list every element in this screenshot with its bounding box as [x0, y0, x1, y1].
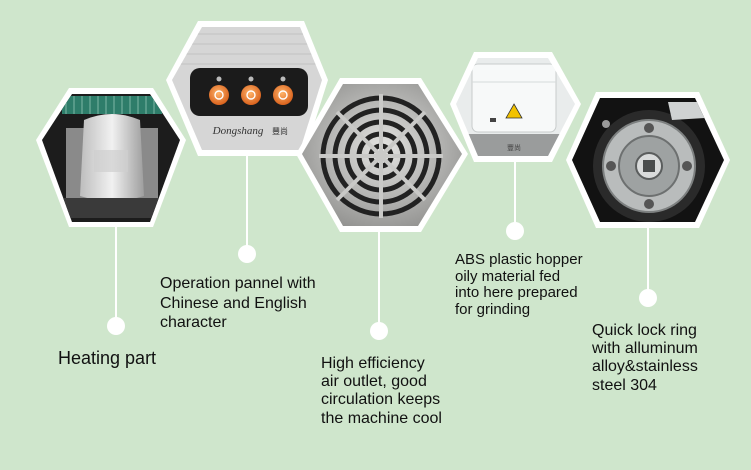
caption-line: into here prepared — [455, 284, 578, 301]
operation-panel-image: Dongshang 豐尚 — [166, 21, 328, 156]
caption-line: Quick lock ring — [592, 322, 697, 339]
start-button-icon — [241, 85, 261, 105]
caption-line: Chinese and English — [160, 294, 307, 312]
quick-lock-ring-image — [566, 92, 730, 228]
warning-icon — [505, 103, 523, 119]
dot-heating — [107, 317, 125, 335]
caption-line: the machine cool — [321, 409, 442, 427]
caption-line: air outlet, good — [321, 373, 427, 391]
connector-lines — [115, 150, 649, 330]
power-button-icon — [209, 85, 229, 105]
heat-button-icon — [273, 85, 293, 105]
caption-line: circulation keeps — [321, 391, 441, 409]
caption-line: High efficiency — [321, 355, 425, 372]
dot-hopper — [506, 222, 524, 240]
air-outlet-image — [296, 78, 468, 232]
svg-text:豐尚: 豐尚 — [272, 126, 288, 136]
dot-air — [370, 322, 388, 340]
caption-line: Heating part — [58, 348, 157, 368]
heating-part-image — [36, 88, 186, 227]
caption-line: oily material fed — [455, 267, 561, 285]
caption-line: Operation pannel with — [160, 275, 316, 292]
svg-text:豐尚: 豐尚 — [507, 143, 521, 152]
caption-line: alloy&stainless — [592, 358, 698, 376]
brand-logo: Dongshang — [212, 125, 264, 137]
caption-quick-lock-ring: Quick lock ring with alluminum alloy&sta… — [592, 322, 698, 395]
dot-lock — [639, 289, 657, 307]
connector-dots — [107, 222, 657, 340]
caption-line: ABS plastic hopper — [455, 251, 583, 268]
caption-heating-part: Heating part — [58, 348, 156, 369]
caption-operation-panel: Operation pannel with Chinese and Englis… — [160, 274, 316, 333]
caption-air-outlet: High efficiency air outlet, good circula… — [321, 355, 442, 428]
caption-hopper: ABS plastic hopper oily material fed int… — [455, 251, 583, 318]
hopper-image: 豐尚 — [450, 52, 581, 162]
caption-line: steel 304 — [592, 376, 657, 394]
caption-line: with alluminum — [592, 340, 698, 358]
caption-line: character — [160, 314, 227, 332]
dot-panel — [238, 245, 256, 263]
caption-line: for grinding — [455, 300, 531, 318]
